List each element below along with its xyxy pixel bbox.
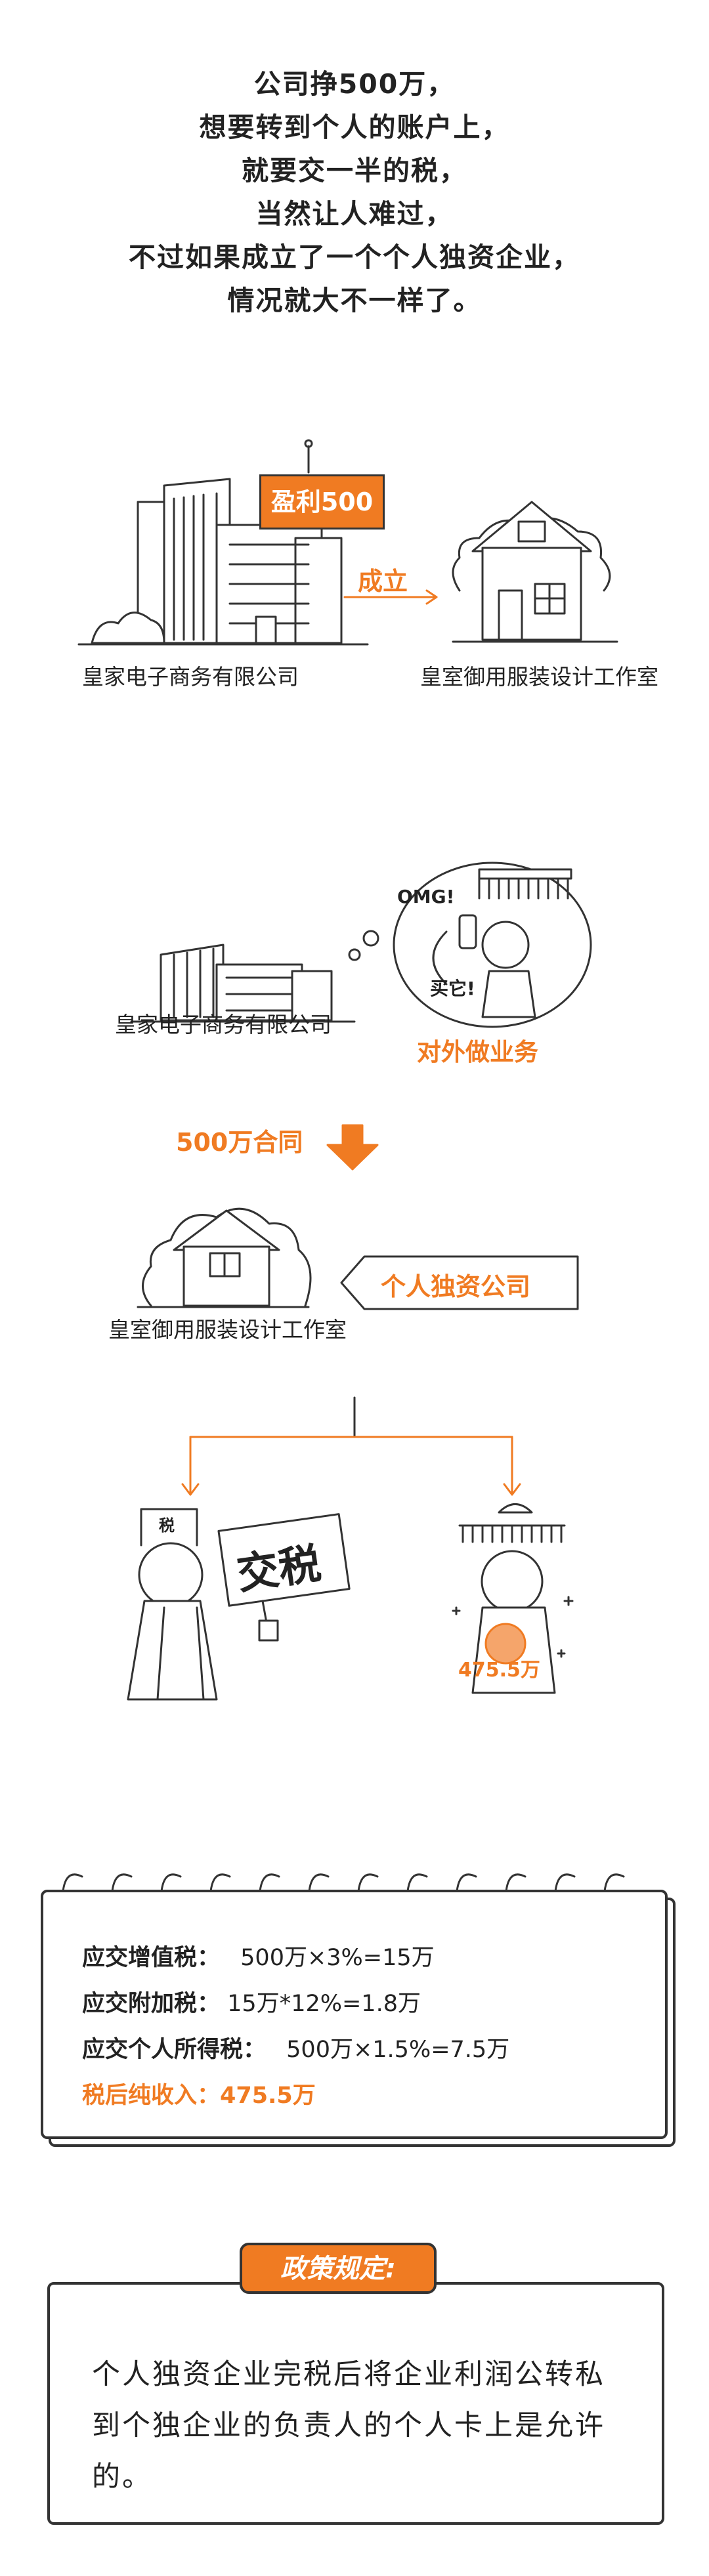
income-amount: 475.5万 bbox=[458, 1659, 540, 1682]
emperor-phone-illustration bbox=[393, 862, 592, 1028]
surcharge-label: 应交附加税： bbox=[79, 1985, 223, 2018]
policy-text: 个人独资企业完税后将企业利润公转私到个独企业的负责人的个人卡上是允许的。 bbox=[92, 2358, 605, 2493]
intro-line: 就要交一半的税， bbox=[242, 155, 467, 186]
external-business-caption: 对外做业务 bbox=[417, 1038, 538, 1066]
vat-value: 500万×3%=15万 bbox=[240, 1945, 435, 1971]
profit-sign: 盈利500万 bbox=[259, 474, 385, 568]
policy-box bbox=[47, 2282, 664, 2525]
contract-label: 500万合同 bbox=[176, 1128, 303, 1157]
company-label: 皇家电子商务有限公司 bbox=[82, 664, 299, 690]
intro-line: 公司挣500万， bbox=[253, 68, 456, 100]
intro-line: 想要转到个人的账户上， bbox=[199, 112, 510, 143]
buy-it-text: 买它! bbox=[430, 978, 475, 999]
policy-tag: 政策规定: bbox=[240, 2243, 437, 2294]
income-tax-value: 500万×1.5%=7.5万 bbox=[286, 2037, 510, 2063]
pay-tax-sign: 交税 bbox=[234, 1539, 324, 1600]
surcharge-row: 应交附加税： 15万*12%=1.8万 bbox=[79, 1985, 421, 2018]
intro-line: 不过如果成立了一个个人独资企业， bbox=[129, 241, 580, 273]
house-illustration bbox=[452, 501, 618, 643]
sole-proprietorship-tag: 个人独资公司 bbox=[381, 1272, 531, 1301]
tax-hat-char: 税 bbox=[159, 1516, 175, 1535]
office-building-small-illustration bbox=[130, 944, 356, 1023]
net-income-row: 税后纯收入：475.5万 bbox=[82, 2083, 316, 2109]
studio-house-illustration bbox=[137, 1207, 312, 1308]
surcharge-value: 15万*12%=1.8万 bbox=[227, 1991, 421, 2017]
office-building-illustration bbox=[77, 478, 369, 646]
income-tax-label: 应交个人所得税： bbox=[79, 2031, 269, 2064]
income-tax-row: 应交个人所得税： 500万×1.5%=7.5万 bbox=[79, 2031, 510, 2064]
intro-text: 公司挣500万， 想要转到个人的账户上， 就要交一半的税， 当然让人难过， 不过… bbox=[0, 62, 709, 322]
omg-text: OMG! bbox=[397, 886, 455, 907]
vat-label: 应交增值税： bbox=[79, 1939, 223, 1972]
intro-line: 情况就大不一样了。 bbox=[227, 285, 482, 316]
studio-label-small: 皇室御用服装设计工作室 bbox=[108, 1317, 347, 1342]
emperor-income-illustration bbox=[452, 1503, 574, 1694]
studio-label: 皇室御用服装设计工作室 bbox=[420, 664, 658, 690]
vat-row: 应交增值税： 500万×3%=15万 bbox=[79, 1939, 435, 1972]
intro-line: 当然让人难过， bbox=[255, 198, 454, 230]
emperor-tax-illustration bbox=[127, 1508, 351, 1701]
company-label-small: 皇家电子商务有限公司 bbox=[115, 1012, 332, 1037]
establish-label: 成立 bbox=[358, 567, 408, 596]
